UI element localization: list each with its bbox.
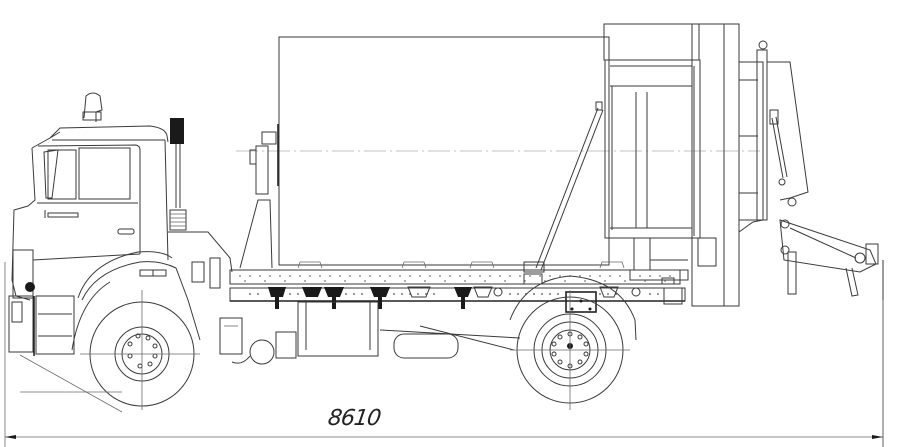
dimension-label-overall-length: 8610 [326,406,382,431]
cab [8,92,201,356]
frame-holes [239,275,671,295]
front-wheel [80,290,200,410]
beacon-light-icon [83,92,103,122]
pivot-icon [758,40,768,50]
air-tank [379,325,521,359]
body-container [278,36,610,266]
chassis-frame [229,261,686,313]
front-body-support [168,124,279,289]
frame-brackets [268,286,683,313]
engine-parts [219,317,297,365]
hydraulic-strut [523,101,604,273]
rear-wheel [509,275,637,410]
bin-lift-arm [738,40,884,447]
fog-light-icon [25,282,35,292]
approach-angle-line [19,354,123,413]
arrow-right-icon [872,435,883,439]
overall-length-dimension [4,262,884,447]
tailgate-hopper [603,23,740,307]
fuel-tank [297,301,379,357]
exhaust-stack [169,118,187,231]
arrow-left-icon [5,435,16,439]
